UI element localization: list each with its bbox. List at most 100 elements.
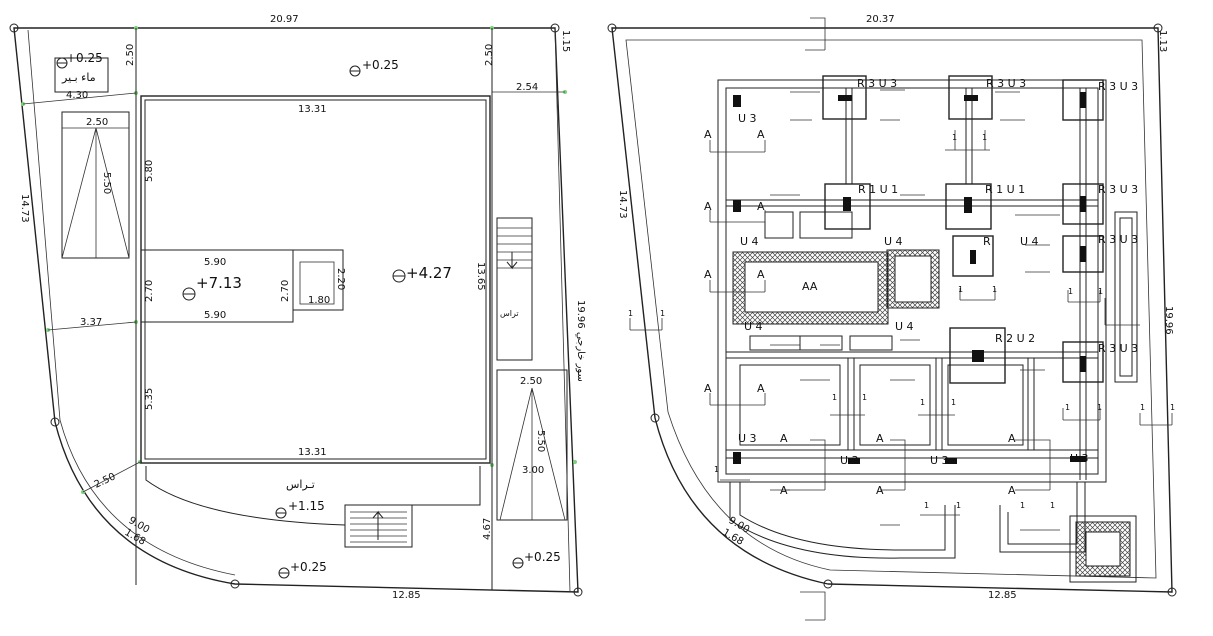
- svg-text:A: A: [876, 432, 884, 445]
- left-plot-inner-line: [27, 29, 236, 576]
- svg-text:5.50: 5.50: [101, 172, 112, 194]
- svg-text:A: A: [757, 200, 765, 213]
- level-markers: [56, 57, 524, 579]
- svg-text:تراس: تراس: [500, 309, 519, 318]
- svg-text:5.80: 5.80: [144, 160, 155, 182]
- svg-text:U 4: U 4: [740, 235, 759, 248]
- water-tank: [54, 57, 109, 93]
- svg-text:5.35: 5.35: [144, 388, 155, 410]
- svg-text:1: 1: [951, 398, 956, 407]
- terrace-stair: [344, 504, 413, 548]
- svg-text:R 2 U 2: R 2 U 2: [995, 332, 1035, 345]
- left-site-plan: 20.97 12.85 14.73 19.96 سور خارجي 1.15 9…: [9, 14, 586, 601]
- footings: [822, 75, 1104, 384]
- right-bottom-width: 12.85: [988, 590, 1017, 601]
- svg-text:5.90: 5.90: [204, 257, 226, 268]
- svg-text:1: 1: [1098, 287, 1103, 296]
- svg-text:+0.25: +0.25: [362, 58, 399, 72]
- svg-text:A: A: [704, 128, 712, 141]
- svg-text:1: 1: [956, 501, 961, 510]
- svg-text:U 4: U 4: [744, 320, 763, 333]
- svg-text:R 3 U 3: R 3 U 3: [1098, 183, 1138, 196]
- foundation-tags: R 3 U 3 R 3 U 3 R 3 U 3 R 1 U 1 R 1 U 1 …: [628, 77, 1175, 510]
- svg-text:1.15: 1.15: [560, 30, 571, 52]
- svg-text:1: 1: [714, 465, 719, 474]
- svg-text:A: A: [757, 382, 765, 395]
- svg-text:1: 1: [952, 133, 957, 142]
- svg-text:U 4: U 4: [1020, 235, 1039, 248]
- svg-text:A: A: [780, 432, 788, 445]
- svg-text:4.30: 4.30: [66, 90, 88, 101]
- svg-text:2.70: 2.70: [144, 280, 155, 302]
- svg-text:13.31: 13.31: [298, 447, 327, 458]
- svg-text:5.90: 5.90: [204, 310, 226, 321]
- svg-text:+0.25: +0.25: [524, 550, 561, 564]
- left-ramp: [61, 111, 130, 259]
- left-plot-boundary: [13, 27, 579, 593]
- svg-text:+4.27: +4.27: [406, 264, 452, 282]
- svg-text:U 4: U 4: [895, 320, 914, 333]
- svg-text:2.50: 2.50: [93, 471, 118, 490]
- svg-text:R 3 U 3: R 3 U 3: [1098, 233, 1138, 246]
- side-stair: [496, 217, 533, 361]
- svg-text:U 3: U 3: [1070, 452, 1089, 465]
- tank-hatched: [1075, 521, 1131, 577]
- svg-text:R: R: [983, 235, 991, 248]
- svg-text:1: 1: [920, 398, 925, 407]
- svg-text:A: A: [704, 268, 712, 281]
- svg-text:1: 1: [924, 501, 929, 510]
- svg-text:1: 1: [1068, 287, 1073, 296]
- left-side-length: 14.73: [19, 194, 30, 223]
- svg-text:1: 1: [1097, 403, 1102, 412]
- small-room: [292, 249, 344, 311]
- svg-text:1: 1: [1020, 501, 1025, 510]
- svg-text:13.65: 13.65: [475, 262, 486, 291]
- svg-text:2.70: 2.70: [280, 280, 291, 302]
- svg-text:AA: AA: [802, 280, 818, 293]
- left-bottom-width: 12.85: [392, 590, 421, 601]
- svg-text:2.50: 2.50: [484, 44, 495, 66]
- svg-text:A: A: [780, 484, 788, 497]
- svg-text:تـراس: تـراس: [286, 478, 315, 491]
- svg-text:A: A: [876, 484, 884, 497]
- svg-text:1: 1: [1050, 501, 1055, 510]
- svg-text:2.50: 2.50: [125, 44, 136, 66]
- svg-text:1: 1: [832, 393, 837, 402]
- svg-text:19.96: 19.96: [1163, 306, 1174, 335]
- svg-text:U 3: U 3: [930, 454, 949, 467]
- svg-text:R 1 U 1: R 1 U 1: [858, 183, 898, 196]
- svg-text:3.37: 3.37: [80, 317, 102, 328]
- svg-text:A: A: [1008, 484, 1016, 497]
- svg-text:+1.15: +1.15: [288, 499, 325, 513]
- svg-text:1: 1: [992, 285, 997, 294]
- svg-text:U 3: U 3: [738, 112, 757, 125]
- svg-text:1: 1: [660, 309, 665, 318]
- right-top-width: 20.37: [866, 14, 895, 25]
- svg-text:U 4: U 4: [884, 235, 903, 248]
- svg-text:ماء بـير: ماء بـير: [61, 71, 96, 84]
- svg-text:U 3: U 3: [738, 432, 757, 445]
- svg-text:2.50: 2.50: [520, 376, 542, 387]
- svg-text:1: 1: [862, 393, 867, 402]
- svg-text:A: A: [757, 128, 765, 141]
- svg-text:R 3 U 3: R 3 U 3: [857, 77, 897, 90]
- svg-text:13.31: 13.31: [298, 104, 327, 115]
- section-arrows: [629, 17, 1173, 621]
- svg-text:14.73: 14.73: [617, 190, 628, 219]
- svg-text:1: 1: [628, 309, 633, 318]
- columns: [733, 92, 1086, 464]
- svg-text:1.13: 1.13: [1157, 30, 1168, 52]
- svg-text:R 3 U 3: R 3 U 3: [1098, 80, 1138, 93]
- svg-text:R 3 U 3: R 3 U 3: [1098, 342, 1138, 355]
- svg-text:U 3: U 3: [840, 454, 859, 467]
- svg-text:R 3 U 3: R 3 U 3: [986, 77, 1026, 90]
- svg-text:1: 1: [982, 133, 987, 142]
- svg-text:A: A: [1008, 432, 1016, 445]
- svg-text:2.50: 2.50: [86, 117, 108, 128]
- svg-text:4.67: 4.67: [482, 518, 493, 540]
- svg-text:+0.25: +0.25: [66, 51, 103, 65]
- svg-text:+0.25: +0.25: [290, 560, 327, 574]
- left-top-width: 20.97: [270, 14, 299, 25]
